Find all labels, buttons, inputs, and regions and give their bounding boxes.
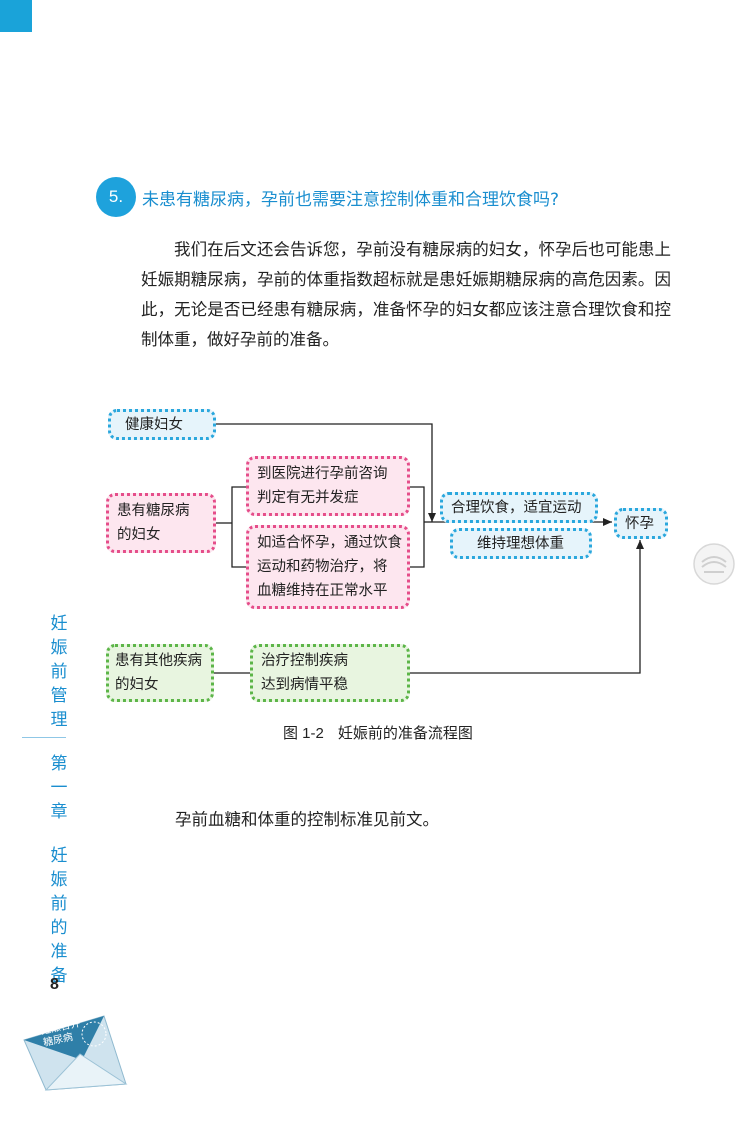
- sidebar-chapter-title: 第 一 章 妊 娠 前 的 准 备: [50, 754, 68, 986]
- corner-tab: [0, 0, 32, 32]
- question-title: 未患有糖尿病，孕前也需要注意控制体重和合理饮食吗?: [142, 190, 560, 210]
- box-consult: 到医院进行孕前咨询 判定有无并发症: [246, 456, 410, 516]
- box-diabetic-women: 患有糖尿病 的妇女: [106, 493, 216, 553]
- box-ideal-weight: 维持理想体重: [450, 528, 592, 559]
- box-other-disease-women: 患有其他疾病 的妇女: [106, 644, 214, 702]
- sidebar-book-title: 妊 娠 前 管 理: [50, 614, 68, 730]
- body-paragraph-2: 孕前血糖和体重的控制标准见前文。: [175, 810, 439, 829]
- body-paragraph: 我们在后文还会告诉您，孕前没有糖尿病的妇女，怀孕后也可能患上妊娠期糖尿病，孕前的…: [141, 240, 671, 349]
- box-healthy-women: 健康妇女: [108, 409, 216, 440]
- connector-bracket: [410, 486, 425, 568]
- box-diet-exercise: 合理饮食，适宜运动: [440, 492, 598, 523]
- connector-healthy: [216, 423, 436, 522]
- watermark-icon: [693, 543, 735, 585]
- question-number-badge: 5.: [96, 177, 136, 217]
- sidebar-divider: [22, 737, 66, 738]
- page-number: 8: [50, 976, 59, 993]
- envelope-logo-icon: [23, 1015, 128, 1091]
- box-treat-disease: 治疗控制疾病 达到病情平稳: [250, 644, 410, 702]
- box-pregnant: 怀孕: [614, 508, 668, 539]
- box-treatment-plan: 如适合怀孕，通过饮食 运动和药物治疗，将 血糖维持在正常水平: [246, 525, 410, 609]
- connector-treat: [410, 540, 644, 674]
